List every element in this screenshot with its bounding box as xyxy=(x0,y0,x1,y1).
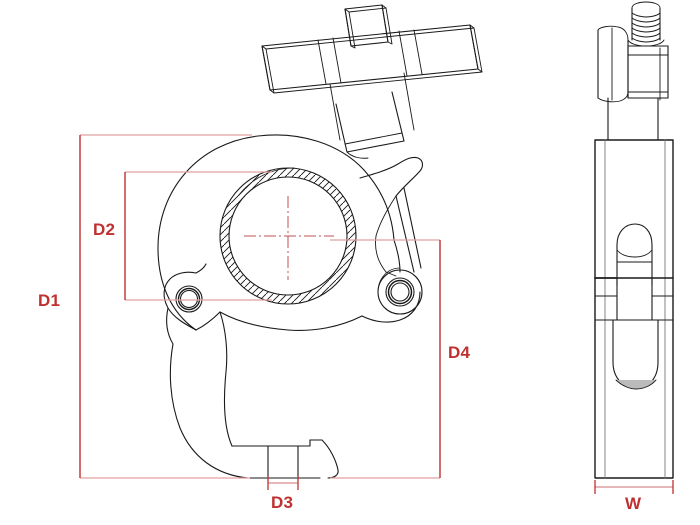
dimension-label-d4: D4 xyxy=(448,343,471,362)
notch-centerline-group xyxy=(267,448,299,480)
centerline-group xyxy=(244,196,334,280)
dimension-label-d3: D3 xyxy=(271,493,294,512)
bore-knurl-hatch xyxy=(220,168,356,304)
side-view-group xyxy=(594,1,674,479)
dimension-label-w: W xyxy=(625,494,642,513)
dimension-label-d2: D2 xyxy=(93,220,116,239)
dimension-line-group xyxy=(79,134,674,494)
dimension-label-d1: D1 xyxy=(38,291,61,310)
front-view-group xyxy=(157,4,483,479)
